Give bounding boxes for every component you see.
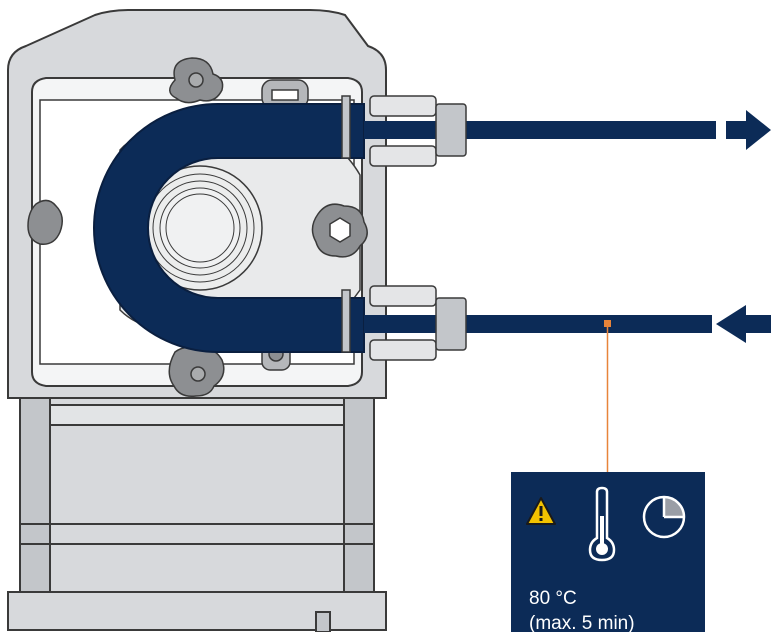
temperature-value: 80 °C [529, 588, 577, 609]
max-duration: (max. 5 min) [529, 613, 635, 632]
temperature-info-panel: 80 °C (max. 5 min) [511, 472, 705, 632]
warning-icon [526, 497, 556, 525]
arrow-right-icon [726, 110, 771, 150]
thermometer-icon [588, 486, 616, 562]
temperature-marker [604, 320, 611, 327]
pump-tube [93, 103, 365, 353]
clock-icon [642, 495, 686, 539]
outlet-line [364, 121, 726, 139]
top-clamp [261, 79, 309, 109]
inlet-line [364, 315, 712, 333]
knob-hex-bolt [311, 203, 368, 258]
outlet-fitting [341, 95, 467, 167]
arrow-left-icon [716, 305, 771, 343]
knob-left [27, 199, 63, 245]
knob-top [169, 57, 224, 104]
temperature-limit-text: 80 °C (max. 5 min) [529, 586, 635, 632]
knob-bottom [168, 346, 225, 398]
inlet-fitting [341, 285, 467, 361]
